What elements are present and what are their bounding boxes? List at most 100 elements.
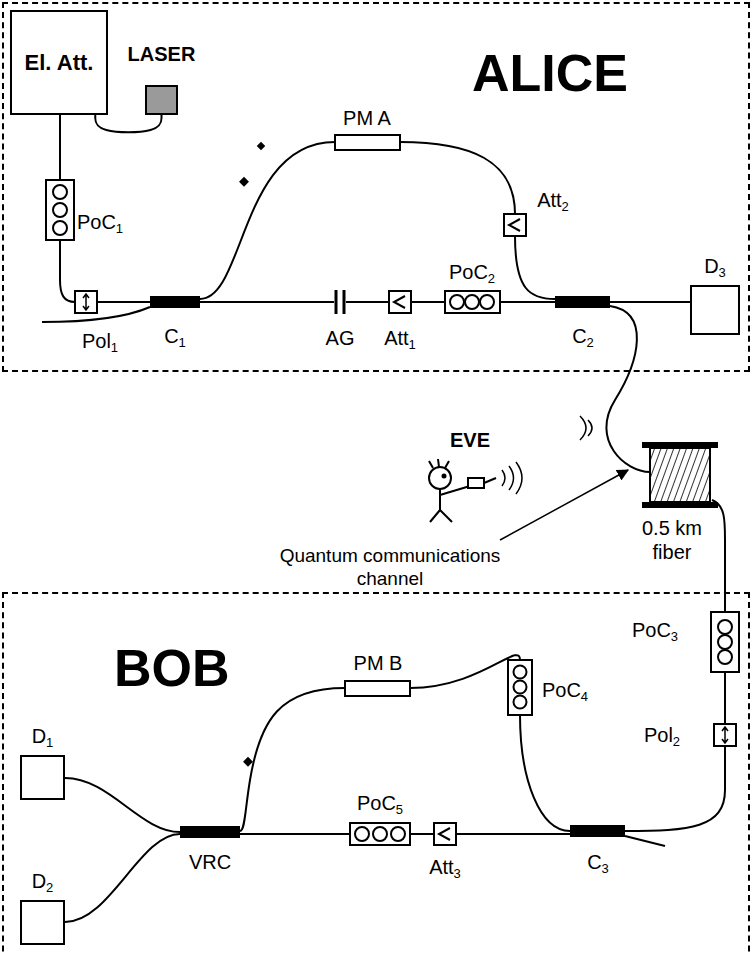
fiber [60, 240, 75, 302]
fiber [59, 115, 61, 180]
fiber [200, 142, 335, 299]
coupler [570, 825, 625, 837]
eve-figure [429, 459, 449, 468]
polarization-controller [53, 203, 67, 217]
polarization-controller [718, 620, 732, 634]
part-name: PM A [343, 106, 391, 130]
eve-figure [429, 416, 592, 522]
fiber [625, 836, 665, 846]
coupler [180, 826, 240, 838]
eve-figure [484, 478, 496, 483]
part-name: PM B [354, 651, 403, 675]
coupler [150, 296, 200, 308]
fiber-connector [239, 177, 249, 187]
eve-figure [429, 467, 451, 489]
part-name: PoC2 [449, 260, 495, 284]
fiber [724, 672, 726, 724]
region-title: BOB [114, 639, 230, 699]
cable [95, 115, 161, 132]
phase-modulator [335, 135, 410, 696]
fiber [625, 746, 725, 831]
attenuator [434, 823, 456, 845]
polarizer [75, 291, 736, 746]
fiber [400, 142, 515, 214]
polarizer [83, 294, 89, 310]
part-name: PoC3 [632, 618, 678, 642]
polarization-controller [718, 650, 732, 664]
fiber-connector [257, 142, 265, 150]
polarization-controller [46, 180, 74, 240]
polarization-controller [718, 635, 732, 649]
polarization-controller [355, 827, 369, 841]
part-name: Att2 [537, 188, 569, 212]
fiber-connector [243, 757, 253, 767]
bob-region: D1D2 BOB [2, 592, 750, 953]
part-name: PoC4 [542, 678, 588, 702]
part-name: Pol1 [82, 329, 118, 353]
attenuator [389, 214, 526, 845]
polarization-controller [46, 180, 739, 845]
node-label: El. Att. [25, 50, 94, 75]
pointer-arrow [500, 470, 628, 540]
polarization-controller [445, 291, 500, 313]
polarization-controller [514, 666, 527, 679]
polarization-controller [450, 295, 464, 309]
part-name: Att1 [384, 326, 416, 350]
fiber [515, 236, 555, 299]
part-name: PoC5 [357, 791, 403, 815]
fiber [42, 115, 725, 922]
polarization-controller [508, 660, 532, 715]
pointer-arrow [500, 470, 628, 540]
fiber [410, 655, 520, 688]
polarizer [75, 291, 97, 313]
fiber [97, 301, 150, 303]
polarization-controller [711, 612, 739, 672]
fiber [65, 834, 180, 922]
laser-box: LASER [145, 85, 178, 115]
polarization-controller [514, 681, 527, 694]
detector-box: D1 [20, 755, 65, 800]
polarization-controller [373, 827, 387, 841]
node-label: D3 [704, 255, 726, 278]
eve-figure [502, 462, 522, 494]
attenuator-box: El. Att. [10, 10, 108, 115]
fiber-spool [642, 502, 718, 508]
attenuator [439, 828, 450, 840]
air-gap [334, 290, 346, 314]
fiber-spool [642, 442, 718, 448]
part-name: AG [326, 326, 355, 350]
polarization-controller [465, 295, 479, 309]
polarization-controller [350, 823, 410, 845]
fiber [712, 500, 725, 612]
coupler [150, 296, 625, 838]
detector-box: D3 [690, 285, 740, 335]
attenuator [504, 214, 526, 236]
node-label: D1 [32, 725, 54, 748]
fiber [65, 778, 180, 832]
part-name: C1 [164, 324, 186, 348]
eve-figure [468, 478, 484, 488]
fiber [240, 688, 345, 831]
eve-figure [430, 486, 470, 522]
fiber-spool [642, 442, 718, 508]
polarization-controller [480, 295, 494, 309]
node-label: D2 [32, 870, 54, 893]
part-name: VRC [189, 850, 231, 874]
note: 0.5 km fiber [633, 516, 711, 564]
polarization-controller [514, 696, 527, 709]
attenuator [389, 291, 411, 313]
eve-figure [580, 416, 592, 440]
coupler [555, 296, 610, 308]
polarizer [722, 727, 728, 743]
fiber [610, 301, 690, 303]
note: Quantum communications channel [270, 545, 510, 591]
actor-name: EVE [450, 428, 490, 452]
fiber [200, 301, 555, 303]
eve-figure [443, 475, 446, 478]
polarization-controller [53, 221, 67, 235]
polarization-controller [53, 185, 67, 199]
part-name: Pol2 [644, 723, 680, 747]
region-title: ALICE [472, 44, 628, 104]
node-label: LASER [128, 43, 196, 66]
